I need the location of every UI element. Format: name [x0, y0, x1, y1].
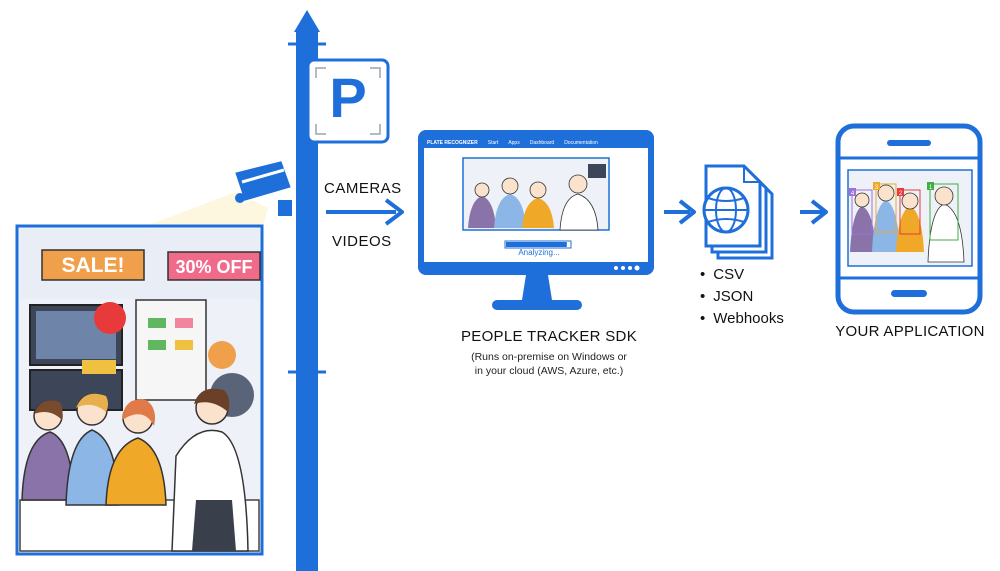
security-camera-icon: [232, 158, 294, 216]
sale-sign: [41, 249, 145, 281]
analyzing-status: Analyzing...: [518, 248, 560, 257]
format-csv: CSV: [700, 264, 784, 286]
input-cameras-label: CAMERAS: [324, 180, 402, 197]
track-id-4: 4: [851, 191, 855, 197]
sdk-monitor: [418, 130, 654, 310]
globe-document-icon: [702, 164, 774, 260]
sdk-title: PEOPLE TRACKER SDK: [460, 328, 637, 345]
arrow-icon: [800, 199, 828, 225]
arrow-icon: [664, 199, 696, 225]
app-brand: PLATE RECOGNIZER: [427, 140, 478, 146]
sdk-subtitle-line: in your cloud (AWS, Azure, etc.): [474, 365, 624, 377]
camera-light-cone: [130, 192, 268, 232]
nav-dashboard[interactable]: Dashboard: [529, 140, 555, 146]
monitor-dots: [614, 265, 640, 271]
track-id-2: 2: [899, 191, 903, 197]
sdk-subtitle: (Runs on-premise on Windows or in your c…: [418, 350, 680, 378]
nav-documentation[interactable]: Documentation: [564, 140, 598, 146]
discount-sign: [167, 251, 261, 281]
parking-sign-icon: [306, 58, 390, 144]
people-group: [21, 388, 249, 552]
sale-text: SALE!: [61, 254, 125, 277]
store-scene: [15, 224, 264, 556]
arrow-icon: [326, 198, 404, 226]
nav-start[interactable]: Start: [487, 140, 499, 146]
sdk-app-bar: PLATE RECOGNIZER Start Apps Dashboard Do…: [427, 138, 598, 148]
track-id-1: 1: [929, 185, 933, 191]
progress-fill: [506, 242, 567, 247]
input-videos-label: VIDEOS: [332, 233, 392, 250]
parking-letter: P: [329, 66, 367, 129]
tablet-device: [835, 123, 983, 315]
format-json: JSON: [700, 286, 784, 308]
pole: [288, 10, 326, 571]
output-formats-list: CSV JSON Webhooks: [700, 264, 784, 330]
nav-apps[interactable]: Apps: [508, 140, 520, 146]
sdk-subtitle-line: (Runs on-premise on Windows or: [471, 351, 627, 363]
discount-text: 30% OFF: [175, 257, 253, 277]
application-title: YOUR APPLICATION: [835, 323, 985, 340]
track-id-3: 3: [875, 185, 879, 191]
format-webhooks: Webhooks: [700, 308, 784, 330]
